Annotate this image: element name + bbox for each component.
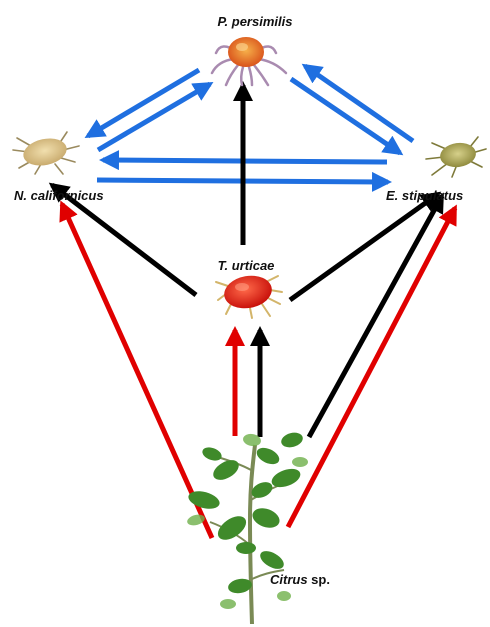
citrus-label: Citrus sp. [270,572,330,587]
n-californicus-label: N. californicus [14,188,104,203]
arrow-stip-to-pers [305,66,413,141]
p-persimilis-label: P. persimilis [218,14,293,29]
arrow-pers-to-stip [291,79,400,153]
blue-arrows [88,66,413,182]
n-californicus-image [13,132,79,174]
e-stipulatus-image [426,137,486,177]
arrow-citrus-to-stip [309,196,442,437]
e-stipulatus-label: E. stipulatus [386,188,463,203]
p-persimilis-image [212,37,286,85]
arrow-citrus-to-cal [62,204,212,538]
citrus-label-italic: Citrus [270,572,308,587]
arrow-citrus-to-stip-red [288,208,455,527]
t-urticae-label: T. urticae [218,258,275,273]
citrus-label-rest: sp. [308,572,330,587]
t-urticae-image [216,272,282,318]
